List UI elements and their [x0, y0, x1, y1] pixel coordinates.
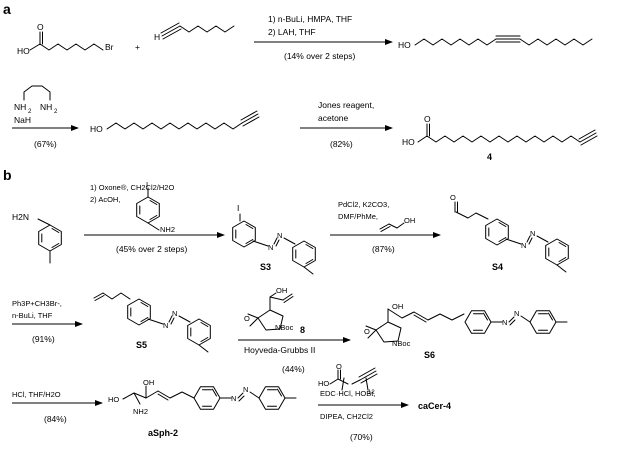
asph2-nh2: NH2	[133, 407, 148, 416]
compound-s6-structure: OH O NBoc N N	[364, 302, 568, 348]
reagent-a3-line2: acetone	[318, 113, 349, 123]
plus-sign: +	[135, 42, 140, 52]
terminal-alkynol-structure: HO	[90, 110, 260, 134]
asph2-azo-n1: N	[231, 394, 236, 403]
iodoaniline-structure: I NH2	[136, 180, 175, 234]
s3-iodo-label: I	[237, 203, 239, 213]
svg-text:2: 2	[54, 109, 58, 115]
compound-asph2-structure: HO NH2 OH N N	[108, 378, 297, 416]
reagent-b3-line2: n-BuLi, THF	[12, 311, 53, 320]
compound-s4-label: S4	[492, 262, 503, 272]
s5-azo-n1: N	[163, 321, 168, 330]
compound-s5-structure: N N	[93, 292, 211, 353]
iodoaniline-i-label: I	[146, 180, 148, 189]
reagent-b4: Hoyveda-Grubbs II	[244, 345, 315, 355]
asph2-azo-n2: N	[243, 385, 248, 394]
yield-b4: (44%)	[282, 364, 305, 374]
alkynol-ho-label: HO	[398, 40, 411, 50]
terminal-h-label: H	[154, 32, 160, 42]
yield-a3: (82%)	[330, 139, 353, 149]
asph2-oh: OH	[143, 378, 154, 387]
s5-azo-n2: N	[172, 309, 177, 318]
bromohexanoic-acid-structure: O HO Br	[17, 22, 114, 56]
reagent-b1-line1: 1) Oxone®, CH2Cl2/H2O	[90, 183, 174, 192]
carbonyl-oxygen: O	[37, 22, 44, 32]
terminal-alkynol-ho-label: HO	[90, 124, 103, 134]
compound-8-structure: OH O NBoc	[244, 286, 294, 332]
panel-a-label: a	[3, 1, 11, 17]
s6-oh: OH	[392, 302, 403, 311]
compound-s3-label: S3	[260, 262, 271, 272]
reagent-b6-line1: EDC·HCl, HOBt,	[320, 389, 375, 398]
reagent-a2: NaH	[14, 115, 31, 125]
aniline-nh2-label: H2N	[12, 212, 29, 222]
yield-a2: (67%)	[34, 139, 57, 149]
reagent-b1-line2: 2) AcOH,	[90, 195, 120, 204]
compound-s4-structure: O N N	[450, 193, 569, 273]
s4-azo-n2: N	[530, 229, 535, 238]
compound-8-oh: OH	[276, 286, 287, 295]
s4-azo-n1: N	[521, 241, 526, 250]
compound-4-structure: HO O	[402, 114, 598, 147]
yield-b2: (87%)	[372, 244, 395, 254]
yield-a1: (14% over 2 steps)	[284, 51, 356, 61]
acid-ho-label: HO	[402, 137, 415, 147]
acid-carbonyl-oxygen: O	[424, 114, 431, 124]
reagent-b6-line2: DIPEA, CH2Cl2	[320, 412, 373, 421]
s6-azo-n2: N	[514, 309, 519, 318]
panel-b-label: b	[3, 167, 12, 183]
reagent-acid-o: O	[336, 362, 342, 371]
chain-subscript: 12	[368, 390, 375, 396]
acid-4-reagent-structure: HO O 12	[318, 362, 378, 396]
yield-b5: (84%)	[44, 414, 67, 424]
compound-8-label: 8	[300, 325, 305, 335]
s3-azo-n2: N	[277, 231, 282, 240]
reagent-a1-line1: 1) n-BuLi, HMPA, THF	[268, 14, 352, 24]
compound-s3-structure: I N N	[232, 203, 316, 275]
hydroxyl-label: HO	[17, 46, 30, 56]
compound-8-nboc: NBoc	[275, 323, 294, 332]
reagent-b2-line2: DMF/PhMe,	[338, 212, 378, 221]
reagent-a3-line1: Jones reagent,	[318, 100, 374, 110]
bromine-label: Br	[105, 42, 114, 52]
reagent-a1-line2: 2) LAH, THF	[268, 27, 316, 37]
alkynol-product-structure: HO	[398, 35, 593, 50]
asph2-ho: HO	[108, 395, 119, 404]
compound-8-o: O	[244, 314, 250, 323]
nonyne-structure: H	[154, 22, 235, 42]
amine-1-label: NH	[14, 102, 26, 112]
allyl-alcohol-structure: OH	[379, 216, 415, 232]
reagent-b2-line1: PdCl2, K2CO3,	[338, 200, 389, 209]
yield-b6: (70%)	[350, 432, 373, 442]
compound-s6-label: S6	[424, 350, 435, 360]
s3-azo-n1: N	[268, 243, 273, 252]
yield-b1: (45% over 2 steps)	[116, 244, 188, 254]
svg-text:2: 2	[28, 109, 32, 115]
s6-nboc: NBoc	[392, 339, 411, 348]
p-toluidine-structure: H2N	[12, 212, 62, 264]
s6-azo-n1: N	[502, 318, 507, 327]
amine-2-label: NH	[40, 102, 52, 112]
yield-b3: (91%)	[32, 334, 55, 344]
reagent-b5: HCl, THF/H2O	[12, 390, 61, 399]
compound-s5-label: S5	[136, 340, 147, 350]
reagent-acid-ho: HO	[318, 379, 329, 388]
s6-o: O	[364, 327, 370, 336]
compound-4-label: 4	[487, 152, 492, 162]
allyl-alcohol-oh: OH	[404, 216, 415, 225]
s4-aldehyde-o: O	[450, 193, 456, 202]
compound-asph2-label: aSph-2	[148, 428, 178, 438]
reagent-b3-line1: Ph3P+CH3Br-,	[12, 299, 62, 308]
diaminopropane-structure: NH 2 NH 2	[14, 85, 58, 115]
compound-cacer4-label: caCer-4	[418, 401, 451, 411]
iodoaniline-nh2-label: NH2	[160, 225, 175, 234]
